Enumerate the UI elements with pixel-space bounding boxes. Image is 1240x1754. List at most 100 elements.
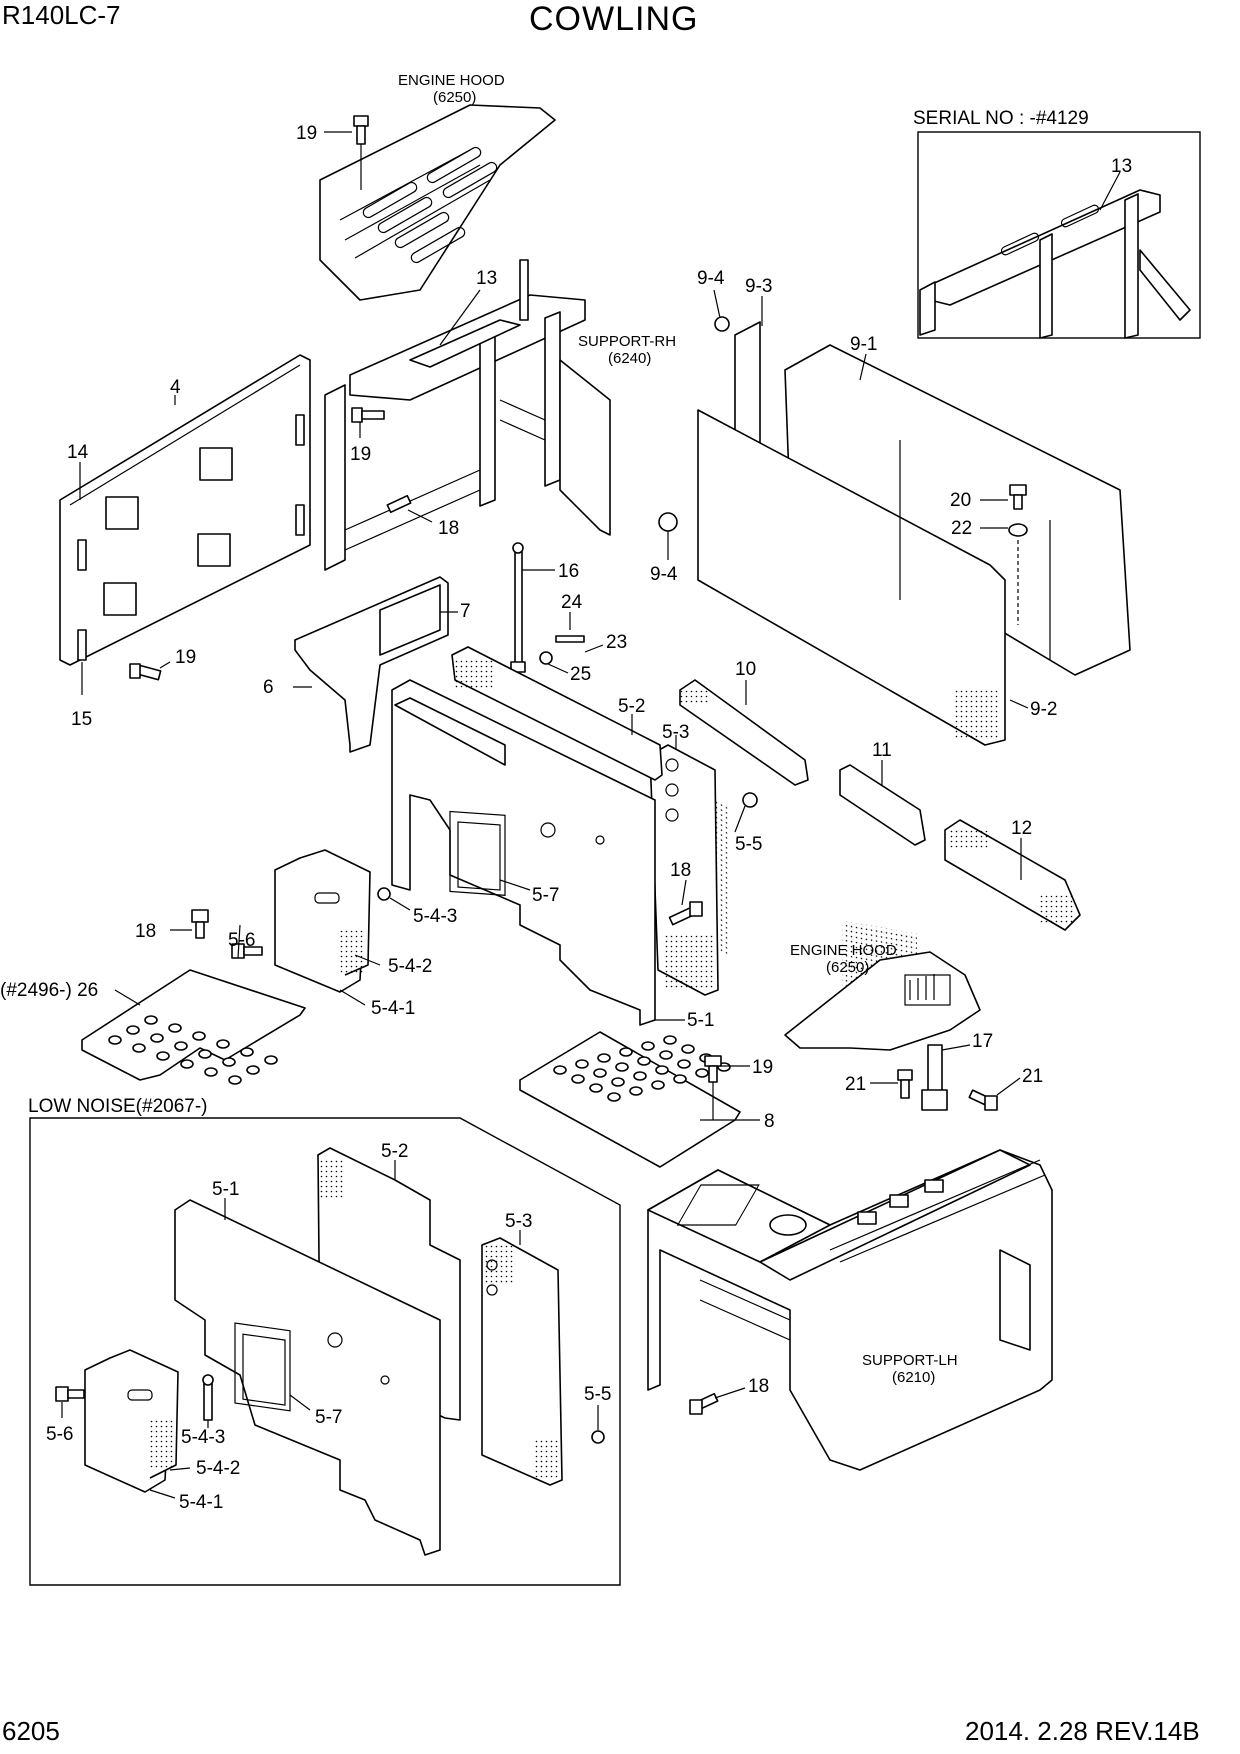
part-label-25: 25	[570, 664, 591, 685]
perforation-hole	[673, 1074, 687, 1084]
bolt-19-top	[353, 115, 369, 190]
ln-grommet-5-5	[591, 1430, 605, 1444]
part-label-9-2: 9-2	[1030, 699, 1057, 720]
perforation-hole	[132, 1043, 146, 1053]
part-label-8: 8	[764, 1111, 775, 1132]
perforation-hole	[651, 1080, 665, 1090]
part-label-18d: 18	[748, 1376, 769, 1397]
panel-6-7	[294, 576, 449, 753]
ln-part-label-5-4-1: 5-4-1	[179, 1492, 223, 1513]
bolt-21-left	[897, 1069, 913, 1099]
engine-hood-right	[784, 951, 981, 1051]
part-label-21b: 21	[1022, 1066, 1043, 1087]
ln-part-label-5-3: 5-3	[505, 1211, 532, 1232]
part-label-6: 6	[263, 677, 274, 698]
ln-part-label-5-6: 5-6	[46, 1424, 73, 1445]
support-lh-ref: (6210)	[892, 1369, 935, 1386]
perforation-hole	[681, 1044, 695, 1054]
part-label-5-3: 5-3	[662, 722, 689, 743]
perforation-hole	[593, 1068, 607, 1078]
perforation-hole	[174, 1041, 188, 1051]
panel-4	[59, 354, 311, 666]
panel-12	[944, 819, 1081, 931]
serial-26-label: (#2496-) 26	[0, 980, 98, 1001]
part-label-4: 4	[170, 377, 181, 398]
serial-no-label: SERIAL NO : -#4129	[913, 108, 1089, 129]
ln-part-label-5-5: 5-5	[584, 1384, 611, 1405]
cover-5-4	[274, 849, 371, 993]
part-label-5-7: 5-7	[532, 885, 559, 906]
part-label-19c: 19	[175, 647, 196, 668]
engine-hood-top-label: ENGINE HOOD	[398, 72, 505, 89]
perforation-hole	[108, 1035, 122, 1045]
part-label-5-4-3: 5-4-3	[413, 906, 457, 927]
latch-17	[921, 1044, 948, 1111]
part-label-9-4: 9-4	[697, 268, 725, 289]
support-rh	[324, 259, 611, 571]
engine-hood-right-ref: (6250)	[826, 959, 869, 976]
inset-support-frame	[919, 189, 1191, 339]
perforation-hole	[156, 1051, 170, 1061]
perforation-hole	[629, 1086, 643, 1096]
perforation-hole	[597, 1053, 611, 1063]
bolt-20	[1009, 484, 1027, 510]
perforation-hole	[204, 1067, 218, 1077]
ln-part-label-5-2: 5-2	[381, 1141, 408, 1162]
grommet-9-4-bottom	[658, 512, 678, 532]
perforation-hole	[264, 1055, 278, 1065]
revision-date: 2014. 2.28 REV.14B	[965, 1716, 1200, 1746]
part-label-7: 7	[460, 601, 471, 622]
part-label-5-1: 5-1	[687, 1010, 714, 1031]
perforation-hole	[240, 1047, 254, 1057]
support-rh-label: SUPPORT-RH	[578, 333, 676, 350]
perforation-hole	[553, 1065, 567, 1075]
engine-hood-top	[319, 104, 556, 301]
part-label-13-inset: 13	[1111, 156, 1132, 177]
part-label-18c: 18	[135, 921, 156, 942]
part-label-5-4-1: 5-4-1	[371, 998, 415, 1019]
bolt-18-mid	[668, 901, 703, 926]
perforation-hole	[607, 1092, 621, 1102]
page-number: 6205	[2, 1716, 60, 1746]
perforation-hole	[222, 1057, 236, 1067]
perforation-hole	[589, 1083, 603, 1093]
bolt-19-plate	[704, 1055, 722, 1120]
perforation-hole	[198, 1049, 212, 1059]
ln-panel-5-1	[174, 1199, 441, 1556]
serial-inset-box	[917, 131, 1201, 339]
bolt-19-left	[129, 663, 162, 681]
model-number: R140LC-7	[2, 0, 121, 30]
perforation-hole	[168, 1023, 182, 1033]
perforation-hole	[575, 1059, 589, 1069]
panel-9-group	[697, 321, 1131, 959]
engine-hood-top-ref: (6250)	[433, 89, 476, 106]
perforation-hole	[655, 1065, 669, 1075]
low-noise-box	[29, 1117, 621, 1586]
perforation-hole	[677, 1059, 691, 1069]
part-label-9-4b: 9-4	[650, 564, 678, 585]
part-label-9-3: 9-3	[745, 276, 772, 297]
part-label-19b: 19	[350, 444, 371, 465]
perforation-hole	[611, 1077, 625, 1087]
part-label-21a: 21	[845, 1074, 866, 1095]
part-label-12: 12	[1011, 818, 1032, 839]
bolt-18-lh	[689, 1392, 719, 1415]
perforation-hole	[641, 1041, 655, 1051]
washer-22	[1008, 523, 1028, 537]
part-label-24: 24	[561, 592, 583, 613]
perforation-hole	[228, 1075, 242, 1085]
part-label-11: 11	[872, 740, 892, 761]
perforation-hole	[619, 1047, 633, 1057]
perforation-hole	[144, 1015, 158, 1025]
part-label-10: 10	[735, 659, 756, 680]
ln-bolt-5-6	[55, 1386, 85, 1402]
perforation-hole	[180, 1059, 194, 1069]
plate-26-holes	[108, 1015, 278, 1085]
rod-16	[510, 542, 526, 673]
perforation-hole	[246, 1065, 260, 1075]
part-label-18b: 18	[670, 860, 691, 881]
part-label-5-5: 5-5	[735, 834, 762, 855]
part-label-17: 17	[972, 1031, 993, 1052]
washer-25	[539, 651, 553, 665]
part-label-5-6: 5-6	[228, 930, 255, 951]
